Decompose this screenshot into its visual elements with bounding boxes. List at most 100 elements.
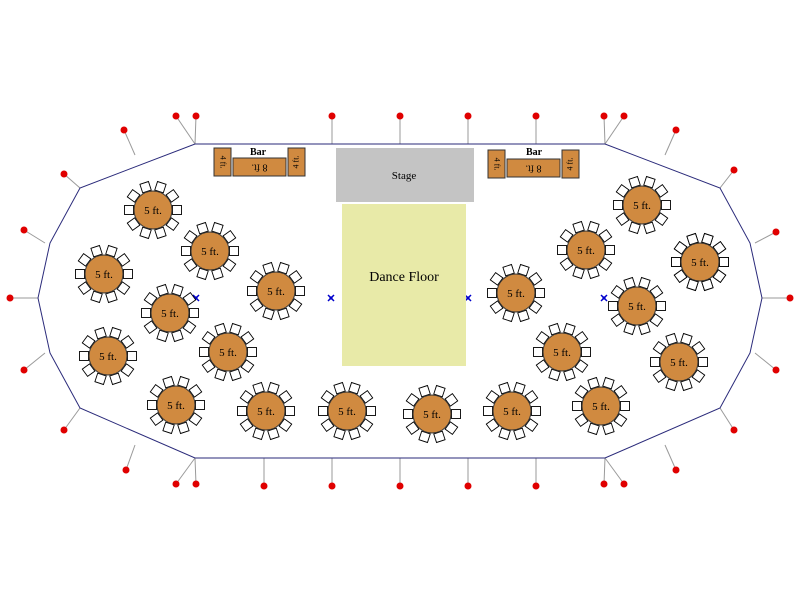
chair bbox=[183, 229, 198, 244]
tent-stake bbox=[172, 112, 180, 120]
table-top bbox=[412, 394, 452, 434]
table-top bbox=[492, 391, 532, 431]
guy-line bbox=[194, 115, 197, 145]
bar-right-end-right-size: 4 ft. bbox=[565, 158, 574, 171]
chair bbox=[686, 232, 699, 246]
tent-stake bbox=[60, 170, 68, 178]
round-table: 5 ft. bbox=[650, 332, 708, 392]
chair bbox=[288, 298, 303, 313]
tent-stake bbox=[672, 126, 680, 134]
chair bbox=[147, 400, 157, 410]
chair bbox=[405, 421, 420, 436]
round-table: 5 ft. bbox=[671, 232, 729, 292]
chair bbox=[513, 427, 526, 441]
chair bbox=[623, 322, 636, 336]
chair bbox=[620, 401, 630, 411]
chair bbox=[602, 422, 615, 436]
chair bbox=[517, 263, 530, 277]
chair bbox=[348, 427, 361, 441]
tent-stake bbox=[786, 294, 794, 302]
bar-left-end-right bbox=[287, 147, 306, 177]
chair bbox=[643, 175, 656, 189]
chair bbox=[79, 351, 89, 361]
guy-line bbox=[604, 457, 625, 485]
chair bbox=[524, 418, 539, 433]
chair bbox=[90, 290, 103, 304]
chair bbox=[513, 381, 526, 395]
chair bbox=[628, 175, 641, 189]
chair bbox=[563, 322, 576, 336]
chair bbox=[698, 357, 708, 367]
tent-stake bbox=[772, 366, 780, 374]
chair bbox=[177, 421, 190, 435]
guy-line bbox=[664, 444, 677, 471]
chair bbox=[143, 320, 158, 335]
bar-right-counter bbox=[506, 158, 561, 178]
table-top bbox=[566, 230, 606, 270]
chair bbox=[123, 269, 133, 279]
chair bbox=[124, 205, 134, 215]
guy-line bbox=[175, 457, 196, 485]
chair bbox=[598, 228, 613, 243]
bar-left: Bar 4 ft. 8 ft. 4 ft. bbox=[213, 147, 306, 177]
round-table: 5 ft. bbox=[403, 384, 461, 444]
table-top bbox=[680, 242, 720, 282]
chair bbox=[222, 258, 237, 273]
chair bbox=[211, 221, 224, 235]
chair bbox=[75, 269, 85, 279]
chair bbox=[498, 381, 511, 395]
table-size-label: 5 ft. bbox=[219, 347, 237, 359]
chair bbox=[665, 332, 678, 346]
tent-stake bbox=[192, 480, 200, 488]
table-size-label: 5 ft. bbox=[592, 401, 610, 413]
chair bbox=[605, 245, 615, 255]
chair bbox=[572, 220, 585, 234]
table-top bbox=[190, 231, 230, 271]
chair bbox=[239, 418, 254, 433]
chair bbox=[587, 422, 600, 436]
table-size-label: 5 ft. bbox=[201, 246, 219, 258]
chair bbox=[615, 183, 630, 198]
table-size-label: 5 ft. bbox=[257, 406, 275, 418]
chair bbox=[154, 180, 167, 194]
chair bbox=[109, 372, 122, 386]
chair bbox=[333, 381, 346, 395]
table-top bbox=[327, 391, 367, 431]
bar-right-counter-size: 8 ft. bbox=[525, 163, 541, 174]
table-top bbox=[659, 342, 699, 382]
chair bbox=[295, 286, 305, 296]
tent-stake bbox=[600, 112, 608, 120]
chair bbox=[177, 375, 190, 389]
chair bbox=[171, 283, 184, 297]
chair bbox=[222, 229, 237, 244]
guy-line bbox=[23, 352, 46, 371]
tent-stake bbox=[730, 166, 738, 174]
chair bbox=[502, 263, 515, 277]
chair bbox=[249, 298, 264, 313]
chair bbox=[572, 266, 585, 280]
chair bbox=[418, 384, 431, 398]
round-table: 5 ft. bbox=[199, 322, 257, 382]
chair bbox=[262, 261, 275, 275]
chair bbox=[320, 418, 335, 433]
guy-line bbox=[719, 169, 735, 189]
chair bbox=[665, 378, 678, 392]
chair bbox=[252, 427, 265, 441]
chair bbox=[673, 240, 688, 255]
dance-floor-label: Dance Floor bbox=[369, 270, 439, 285]
table-top bbox=[622, 185, 662, 225]
chair bbox=[598, 257, 613, 272]
guy-line bbox=[175, 115, 196, 145]
chair bbox=[267, 427, 280, 441]
chair bbox=[278, 389, 293, 404]
chair bbox=[701, 232, 714, 246]
chair bbox=[201, 359, 216, 374]
chair bbox=[587, 266, 600, 280]
round-table: 5 ft. bbox=[237, 381, 295, 441]
chair bbox=[587, 220, 600, 234]
chair bbox=[680, 378, 693, 392]
round-table: 5 ft. bbox=[572, 376, 630, 436]
chair bbox=[201, 330, 216, 345]
chair bbox=[691, 340, 706, 355]
guy-line bbox=[754, 231, 777, 244]
